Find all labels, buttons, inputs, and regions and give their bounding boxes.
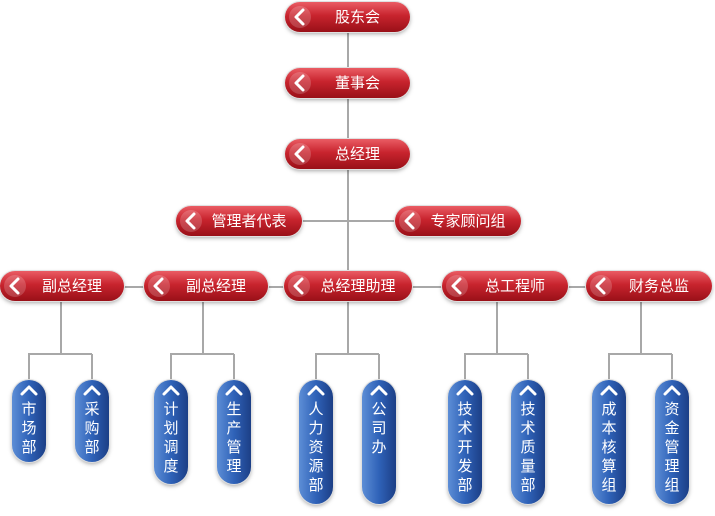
connector-group1-bar	[28, 353, 92, 355]
connector-group1-stem	[60, 300, 62, 354]
chevron-up-icon	[600, 385, 618, 396]
connector-drop	[91, 354, 93, 380]
chevron-up-icon	[519, 385, 537, 396]
chevron-up-icon	[663, 385, 681, 396]
dept-purchase[interactable]: 采购部	[75, 380, 109, 462]
dept-planning[interactable]: 计划调度	[154, 380, 188, 484]
connector-drop	[464, 354, 466, 380]
dept-hr[interactable]: 人力资源部	[299, 380, 333, 504]
node-shareholders[interactable]: 股东会	[285, 2, 410, 32]
connector-drop	[527, 354, 529, 380]
dept-label: 技术质量部	[520, 400, 536, 494]
connector-drop	[671, 354, 673, 380]
chevron-left-icon	[590, 275, 612, 297]
dept-market[interactable]: 市场部	[12, 380, 46, 462]
dept-label: 成本核算组	[601, 400, 617, 494]
node-label: 副总经理	[185, 277, 246, 295]
dept-label: 采购部	[84, 400, 100, 456]
dept-label: 公司办	[371, 400, 387, 456]
node-general-manager[interactable]: 总经理	[285, 139, 410, 169]
node-label: 管理者代表	[211, 212, 287, 230]
node-label: 总经理助理	[320, 277, 396, 295]
node-label: 专家顾问组	[430, 212, 506, 230]
connector-group2-stem	[202, 300, 204, 354]
chevron-up-icon	[20, 385, 38, 396]
chevron-left-icon	[399, 210, 421, 232]
connector-group5-stem	[640, 300, 642, 354]
connector-drop	[170, 354, 172, 380]
node-management-representative[interactable]: 管理者代表	[176, 206, 302, 236]
node-vice-gm-1[interactable]: 副总经理	[0, 271, 124, 301]
node-vice-gm-2[interactable]: 副总经理	[144, 271, 268, 301]
chevron-up-icon	[225, 385, 243, 396]
connector-drop	[233, 354, 235, 380]
chevron-left-icon	[289, 143, 311, 165]
connector-drop	[28, 354, 30, 380]
connector-group4-bar	[464, 353, 528, 355]
node-label: 董事会	[334, 74, 380, 92]
dept-label: 生产管理	[226, 400, 242, 475]
dept-office[interactable]: 公司办	[362, 380, 396, 504]
connector-group2-bar	[170, 353, 234, 355]
chevron-left-icon	[446, 275, 468, 297]
node-cfo[interactable]: 财务总监	[586, 271, 712, 301]
dept-tech-development[interactable]: 技术开发部	[448, 380, 482, 504]
chevron-left-icon	[288, 275, 310, 297]
node-label: 总经理	[334, 145, 380, 163]
chevron-up-icon	[456, 385, 474, 396]
chevron-left-icon	[289, 6, 311, 28]
chevron-up-icon	[83, 385, 101, 396]
connector-group5-bar	[608, 353, 672, 355]
node-expert-advisors[interactable]: 专家顾问组	[395, 206, 521, 236]
connector-group4-stem	[496, 300, 498, 354]
connector-drop	[378, 354, 380, 380]
connector-drop	[315, 354, 317, 380]
node-label: 股东会	[334, 8, 380, 26]
dept-label: 计划调度	[163, 400, 179, 475]
dept-cost-accounting[interactable]: 成本核算组	[592, 380, 626, 504]
chevron-left-icon	[148, 275, 170, 297]
node-gm-assistant[interactable]: 总经理助理	[284, 271, 412, 301]
dept-label: 市场部	[21, 400, 37, 456]
dept-label: 技术开发部	[457, 400, 473, 494]
chevron-left-icon	[289, 72, 311, 94]
chevron-up-icon	[307, 385, 325, 396]
connector-group3-bar	[315, 353, 379, 355]
node-label: 财务总监	[628, 277, 689, 295]
connector-drop	[608, 354, 610, 380]
connector-advisors	[300, 220, 400, 222]
dept-label: 资金管理组	[664, 400, 680, 494]
chevron-up-icon	[162, 385, 180, 396]
chevron-up-icon	[370, 385, 388, 396]
chevron-left-icon	[4, 275, 26, 297]
node-chief-engineer[interactable]: 总工程师	[442, 271, 568, 301]
chevron-left-icon	[180, 210, 202, 232]
node-label: 总工程师	[484, 277, 545, 295]
connector-gm-assistant-down	[347, 300, 349, 354]
dept-tech-quality[interactable]: 技术质量部	[511, 380, 545, 504]
dept-fund-management[interactable]: 资金管理组	[655, 380, 689, 504]
node-label: 副总经理	[41, 277, 102, 295]
node-board[interactable]: 董事会	[285, 68, 410, 98]
dept-production[interactable]: 生产管理	[217, 380, 251, 484]
dept-label: 人力资源部	[308, 400, 324, 494]
